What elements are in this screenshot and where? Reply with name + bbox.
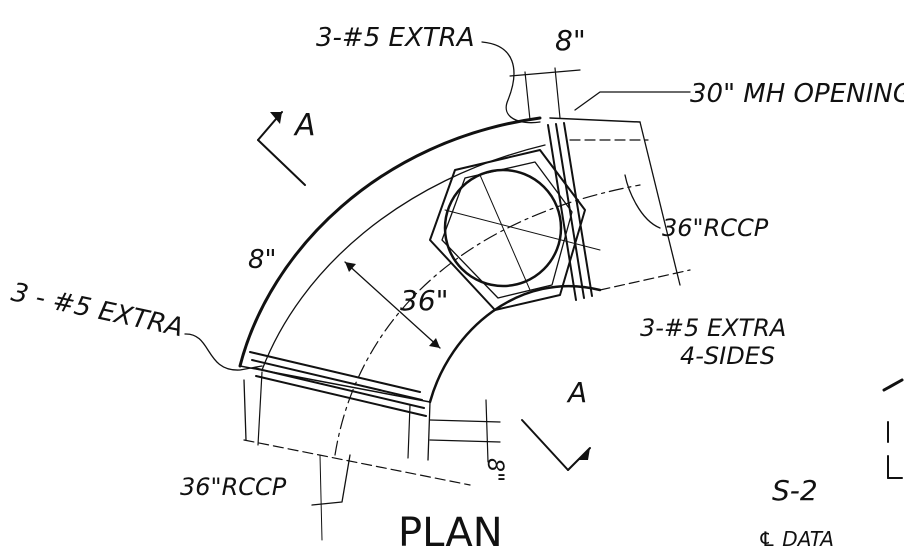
pipe-right-leader [624, 174, 661, 229]
bottom-wall-dimension [429, 399, 501, 463]
left-wall-dim-label: 8" [248, 245, 277, 275]
pipe-bottom-label: 36"RCCP [180, 473, 287, 501]
bend-outer-wall [238, 116, 542, 368]
manhole-leader [574, 91, 691, 111]
pipe-bottom-leader [311, 454, 351, 506]
top-wall-dim-label: 8" [555, 24, 586, 57]
rebar-top-label: 3-#5 EXTRA [316, 23, 475, 53]
manhole-opening [429, 149, 601, 311]
top-wall-dimension [509, 67, 581, 121]
rebar-right-label-2: 4-SIDES [680, 342, 775, 370]
section-mark-a-top [257, 111, 306, 186]
section-mark-a-bottom [521, 419, 591, 471]
cropped-edge-marks [882, 378, 904, 479]
bottom-rebar-bundle [249, 351, 427, 417]
pipe-right-label: 36"RCCP [662, 214, 769, 242]
bend-inner-wall [428, 284, 602, 404]
section-mark-bottom-label: A [566, 376, 587, 409]
sheet-ref-label: S-2 [772, 474, 818, 507]
rebar-left-label: 3 - #5 EXTRA [9, 278, 186, 344]
inner-dimension [344, 261, 441, 349]
manhole-label: 30" MH OPENING [690, 79, 904, 109]
section-mark-top-label: A [293, 108, 316, 143]
sheet-note-label: ℄ DATA [758, 527, 834, 551]
rebar-left-leader [184, 333, 263, 371]
bend-outer-wall-inner-line [261, 144, 546, 371]
rebar-right-label-1: 3-#5 EXTRA [640, 314, 786, 342]
bend-centerline [334, 184, 641, 456]
plan-title: PLAN [398, 510, 503, 556]
rebar-top-leader [481, 41, 541, 124]
right-rebar-bundle [547, 122, 593, 301]
bottom-wall-dim-label: 8" [482, 458, 507, 482]
right-pipe-stub [549, 117, 691, 291]
inner-dim-label: 36" [400, 284, 449, 317]
